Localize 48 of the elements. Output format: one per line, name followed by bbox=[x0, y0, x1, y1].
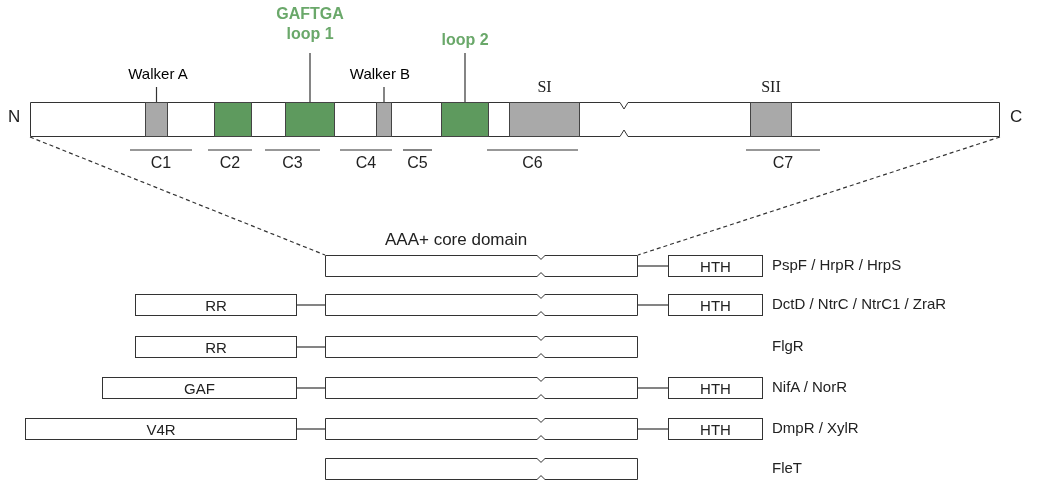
protein-name: DctD / NtrC / NtrC1 / ZraR bbox=[772, 295, 947, 312]
terminus-label: N bbox=[8, 107, 21, 127]
linker-line bbox=[637, 304, 669, 306]
dashed-line bbox=[637, 136, 1001, 256]
dashed-line bbox=[29, 136, 326, 256]
linker-line bbox=[637, 387, 669, 389]
domain-box: RR bbox=[135, 294, 297, 316]
motif-region bbox=[376, 102, 392, 137]
conserved-region-label: C4 bbox=[355, 154, 377, 172]
linker-line bbox=[637, 428, 669, 430]
conserved-region bbox=[214, 102, 252, 137]
domain-box: HTH bbox=[668, 377, 763, 399]
region-label: SII bbox=[761, 78, 781, 96]
region-label: SI bbox=[537, 78, 552, 96]
conserved-region-label: C7 bbox=[772, 154, 794, 172]
motif-label: GAFTGA loop 1 bbox=[270, 4, 350, 44]
conserved-region-label: C5 bbox=[407, 154, 428, 172]
linker-line bbox=[296, 304, 326, 306]
conserved-region-label: C6 bbox=[522, 154, 543, 172]
protein-name: PspF / HrpR / HrpS bbox=[772, 256, 902, 273]
motif-label: loop 2 bbox=[430, 30, 500, 50]
domain-box: HTH bbox=[668, 294, 763, 316]
conserved-region bbox=[285, 102, 335, 137]
linker-line bbox=[296, 387, 326, 389]
domain-box: HTH bbox=[668, 255, 763, 277]
domain-box: HTH bbox=[668, 418, 763, 440]
leader-line bbox=[383, 86, 385, 103]
protein-name: FlgR bbox=[772, 337, 804, 354]
protein-name: DmpR / XylR bbox=[772, 419, 859, 436]
protein-name: FleT bbox=[772, 459, 802, 476]
domain-box: RR bbox=[135, 336, 297, 358]
protein-name: NifA / NorR bbox=[772, 378, 847, 395]
conserved-region-label: C1 bbox=[150, 154, 172, 172]
domain-box: V4R bbox=[25, 418, 297, 440]
conserved-region bbox=[441, 102, 489, 137]
linker-line bbox=[637, 265, 669, 267]
motif-label: Walker A bbox=[118, 64, 198, 84]
terminus-label: C bbox=[1010, 107, 1023, 127]
domain-label: AAA+ core domain bbox=[385, 230, 528, 250]
leader-line bbox=[464, 52, 466, 103]
linker-line bbox=[296, 346, 326, 348]
motif-region bbox=[145, 102, 168, 137]
domain-box: GAF bbox=[102, 377, 297, 399]
leader-line bbox=[309, 52, 311, 103]
motif-label: Walker B bbox=[340, 64, 420, 84]
linker-line bbox=[296, 428, 326, 430]
conserved-region-label: C2 bbox=[219, 154, 241, 172]
conserved-region-label: C3 bbox=[282, 154, 303, 172]
